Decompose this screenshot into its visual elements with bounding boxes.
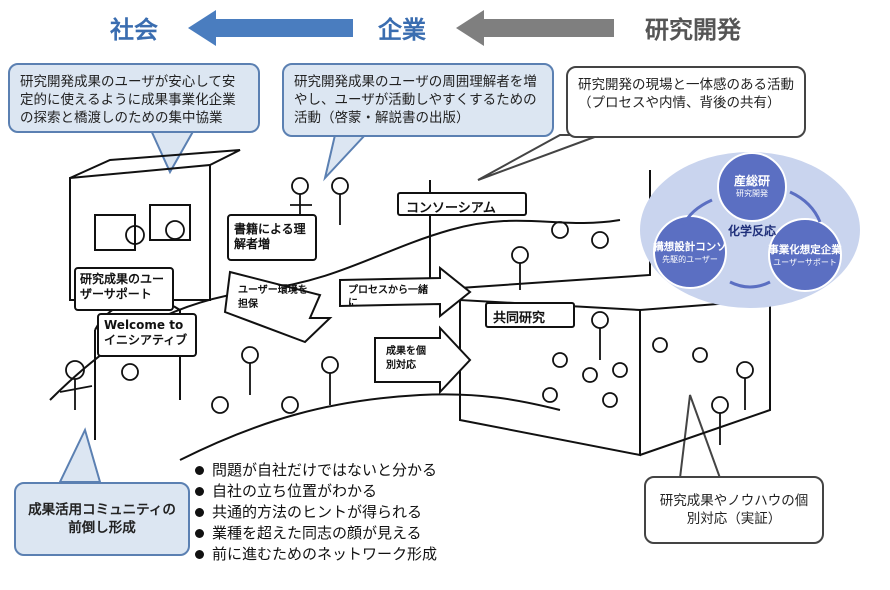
callout-center-top-text: 研究開発成果のユーザの周囲理解者を増やし、ユーザが活動しやすくするための活動（啓… — [294, 74, 537, 126]
joint-sign-label: 共同研究 — [493, 311, 546, 326]
cycle-left-title: 構想設計コンソ — [653, 241, 727, 253]
arrow-rnd-to-company — [456, 10, 614, 46]
cycle-right-title: 事業化想定企業 — [768, 244, 842, 256]
flow-label-company: 企業 — [378, 16, 426, 44]
callout-left-bottom-text: 成果活用コミュニティの前倒し形成 — [28, 502, 176, 536]
callout-left-pointer — [148, 127, 197, 175]
env-sign-label: ユーザー環境を担保 — [238, 285, 308, 310]
cycle-top-subtitle: 研究開発 — [736, 189, 768, 198]
list-item: 問題が自社だけではないと分かる — [195, 460, 437, 481]
cycle-arrow-1 — [682, 198, 713, 226]
cycle-node-right — [768, 218, 842, 292]
bullet-icon — [195, 550, 204, 559]
list-item-text: 前に進むためのネットワーク形成 — [212, 545, 438, 563]
list-item-text: 自社の立ち位置がわかる — [212, 482, 378, 500]
bullet-icon — [195, 487, 204, 496]
cycle-center-label: 化学反応 — [712, 224, 792, 239]
callout-right-bottom: 研究成果やノウハウの個別対応（実証） — [644, 476, 824, 544]
callout-right-bottom-text: 研究成果やノウハウの個別対応（実証） — [659, 493, 809, 527]
cycle-center-title: 化学反応 — [727, 224, 776, 238]
callout-bottom-right-pointer — [678, 394, 722, 479]
callout-left-bottom: 成果活用コミュニティの前倒し形成 — [14, 482, 190, 556]
list-item: 共通的方法のヒントが得られる — [195, 502, 437, 523]
user-support-sign-label: 研究成果のユーザーサポート — [80, 272, 165, 301]
welcome-sign-label: Welcome to イニシアティブ — [104, 318, 188, 347]
cycle-right-label: 事業化想定企業 ユーザーサポート — [763, 243, 847, 268]
consortium-sign-label: コンソーシアム — [406, 201, 496, 216]
list-item-text: 共通的方法のヒントが得られる — [212, 503, 423, 521]
list-item: 前に進むためのネットワーク形成 — [195, 544, 437, 565]
cycle-left-label: 構想設計コンソ 先駆的ユーザー — [650, 240, 730, 265]
individual-sign-label: 成果を個別対応 — [386, 346, 426, 371]
cycle-top-label: 産総研 研究開発 — [712, 174, 792, 199]
flow-label-rnd: 研究開発 — [645, 16, 741, 44]
arrow-company-to-society — [188, 10, 353, 46]
bullet-icon — [195, 466, 204, 475]
cycle-right-subtitle: ユーザーサポート — [773, 258, 837, 267]
flow-label-society: 社会 — [110, 16, 158, 44]
list-item-text: 問題が自社だけではないと分かる — [212, 461, 438, 479]
list-item-text: 業種を超えた同志の顔が見える — [212, 524, 422, 542]
process-sign-label: プロセスから一緒に — [348, 285, 428, 309]
callout-right-top: 研究開発の現場と一体感のある活動（プロセスや内情、背後の共有） — [566, 66, 806, 138]
people — [59, 177, 754, 445]
benefit-list: 問題が自社だけではないと分かる 自社の立ち位置がわかる 共通的方法のヒントが得ら… — [195, 460, 437, 565]
callout-center-top: 研究開発成果のユーザの周囲理解者を増やし、ユーザが活動しやすくするための活動（啓… — [282, 63, 554, 137]
book-sign-label: 書籍による理解者増 — [234, 222, 306, 251]
cycle-arrow-3 — [789, 190, 822, 223]
cycle-arrow-2 — [729, 280, 771, 289]
cycle-top-title: 産総研 — [733, 174, 770, 188]
bullet-icon — [195, 529, 204, 538]
callout-right-pointer — [477, 134, 601, 181]
callout-right-top-text: 研究開発の現場と一体感のある活動（プロセスや内情、背後の共有） — [578, 77, 794, 111]
cycle-node-top — [717, 152, 787, 222]
cycle-left-subtitle: 先駆的ユーザー — [662, 255, 718, 264]
list-item: 業種を超えた同志の顔が見える — [195, 523, 437, 544]
list-item: 自社の立ち位置がわかる — [195, 481, 437, 502]
bullet-icon — [195, 508, 204, 517]
callout-left-top-text: 研究開発成果のユーザが安心して安定的に使えるように成果事業化企業の探索と橋渡しの… — [20, 74, 236, 126]
signs — [74, 192, 575, 395]
callout-left-top: 研究開発成果のユーザが安心して安定的に使えるように成果事業化企業の探索と橋渡しの… — [8, 63, 260, 133]
callout-center-pointer — [323, 134, 368, 182]
